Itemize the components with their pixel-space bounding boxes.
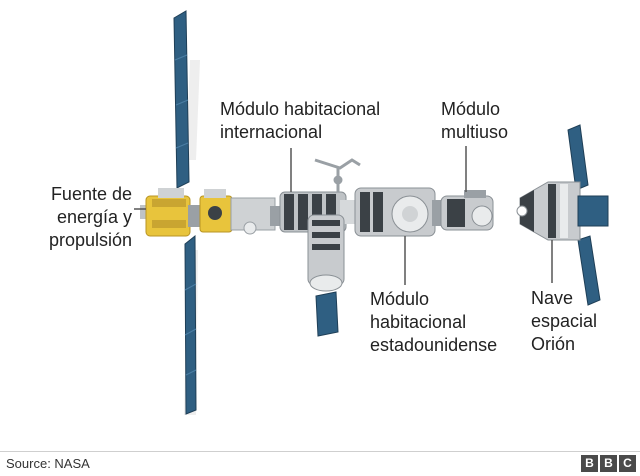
orion-spacecraft bbox=[516, 124, 609, 306]
robotic-arm bbox=[314, 158, 361, 192]
label-us-hab: Módulo habitacional estadounidense bbox=[370, 289, 498, 355]
bbc-logo-letter: B bbox=[600, 455, 617, 472]
bbc-logo: B B C bbox=[581, 455, 636, 472]
bbc-logo-letter: C bbox=[619, 455, 636, 472]
multipurpose-module bbox=[440, 190, 494, 231]
leader-lines bbox=[134, 146, 553, 285]
us-hab-module bbox=[354, 187, 442, 237]
label-power-propulsion: Fuente de energía y propulsión bbox=[48, 184, 132, 250]
power-solar-array-lower bbox=[184, 234, 197, 415]
gateway-diagram bbox=[134, 10, 609, 415]
label-multipurpose-module: Módulo multiuso bbox=[441, 99, 509, 142]
footer-divider bbox=[0, 451, 640, 452]
label-orion: Nave espacial Orión bbox=[531, 288, 598, 354]
docked-logistics-module bbox=[307, 214, 345, 337]
bbc-logo-letter: B bbox=[581, 455, 598, 472]
connector-segment bbox=[230, 197, 282, 235]
label-international-hab: Módulo habitacional internacional bbox=[220, 99, 381, 142]
power-solar-array-upper bbox=[173, 10, 190, 189]
power-propulsion-module bbox=[140, 188, 233, 237]
source-credit: Source: NASA bbox=[6, 456, 90, 471]
